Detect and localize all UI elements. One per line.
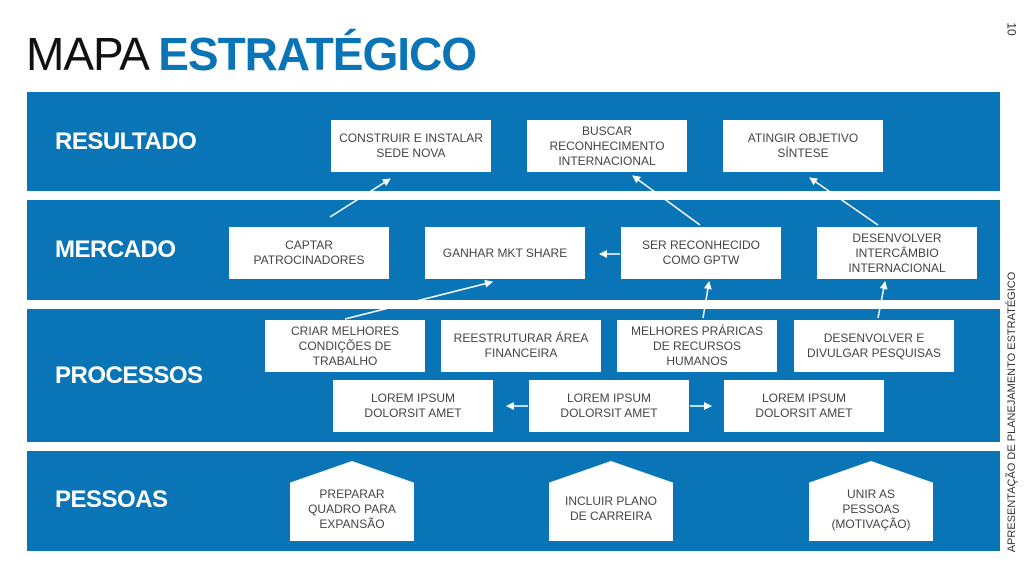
box-captar-patrocinadores: CAPTAR PATROCINADORES — [229, 227, 389, 279]
band-label-resultado: RESULTADO — [55, 128, 197, 155]
band-label-processos: PROCESSOS — [55, 362, 203, 389]
box-ganhar-mkt-share: GANHAR MKT SHARE — [425, 227, 585, 279]
title-light: MAPA — [26, 28, 159, 80]
band-label-mercado: MERCADO — [55, 236, 176, 263]
box-divulgar-pesquisas: DESENVOLVER E DIVULGAR PESQUISAS — [794, 320, 954, 372]
box-recursos-humanos: MELHORES PRÁRICAS DE RECURSOS HUMANOS — [617, 320, 777, 372]
box-lorem-center: LOREM IPSUM DOLORSIT AMET — [529, 380, 689, 432]
box-area-financeira: REESTRUTURAR ÁREA FINANCEIRA — [441, 320, 601, 372]
page-title: MAPA ESTRATÉGICO — [26, 26, 477, 82]
box-lorem-left: LOREM IPSUM DOLORSIT AMET — [333, 380, 493, 432]
title-bold: ESTRATÉGICO — [158, 28, 477, 80]
box-condicoes-trabalho: CRIAR MELHORES CONDIÇÕES DE TRABALHO — [265, 320, 425, 372]
page-number: 10 — [1004, 22, 1019, 36]
box-objetivo-sintese: ATINGIR OBJETIVO SÍNTESE — [723, 120, 883, 172]
box-construir-sede: CONSTRUIR E INSTALAR SEDE NOVA — [331, 120, 491, 172]
presentation-side-label: APRESENTAÇÃO DE PLANEJAMENTO ESTRATÉGICO — [1006, 271, 1018, 553]
band-label-pessoas: PESSOAS — [55, 486, 168, 513]
box-reconhecimento-internacional: BUSCAR RECONHECIMENTO INTERNACIONAL — [527, 120, 687, 172]
box-intercambio-internacional: DESENVOLVER INTERCÂMBIO INTERNACIONAL — [817, 227, 977, 279]
box-lorem-right: LOREM IPSUM DOLORSIT AMET — [724, 380, 884, 432]
box-reconhecido-gptw: SER RECONHECIDO COMO GPTW — [621, 227, 781, 279]
